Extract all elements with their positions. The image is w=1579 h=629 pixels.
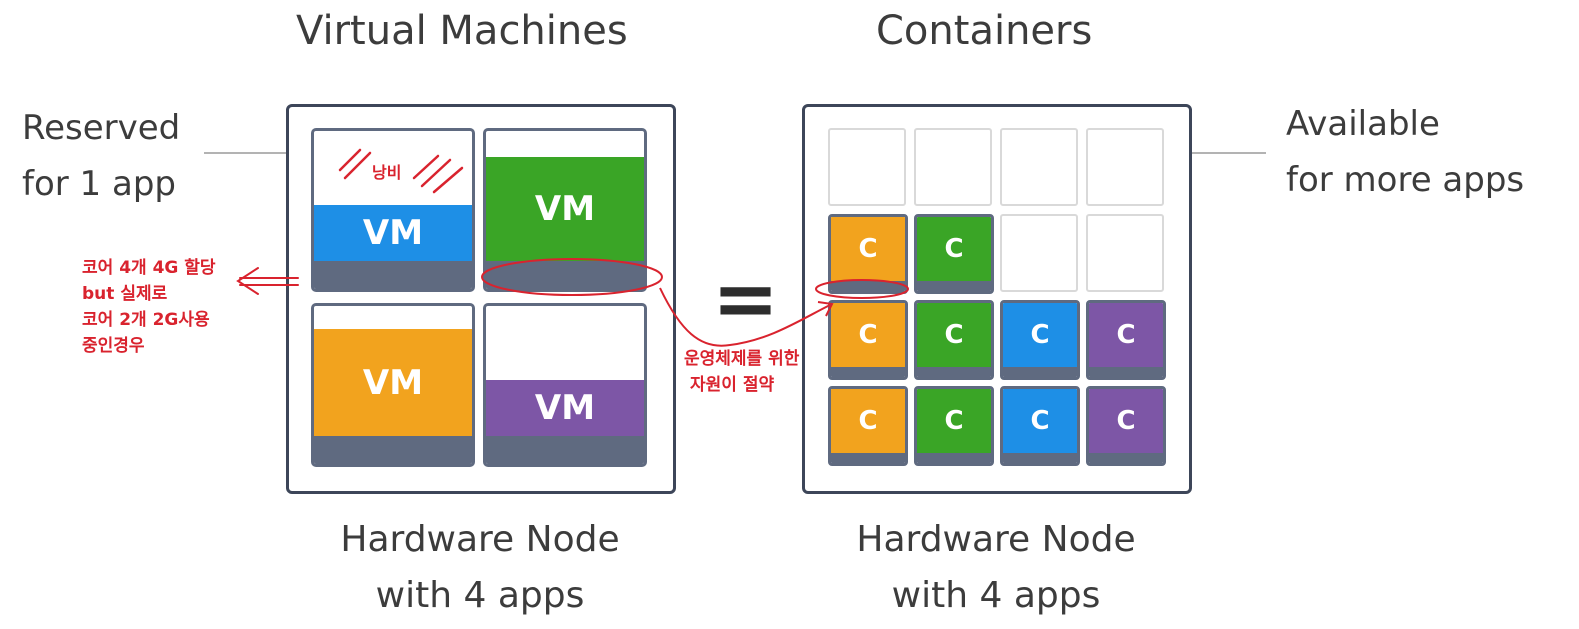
waste-hatch-marks [338,148,464,194]
vm-orange: VM [311,303,475,467]
empty-slot [1086,214,1164,292]
vm-orange-fill: VM [314,329,472,436]
empty-slot [914,128,992,206]
vm-blue: VM [311,128,475,292]
container-orange: C [828,300,908,380]
empty-slot [1000,214,1078,292]
arrow-to-vm [236,267,299,295]
container-green: C [914,386,994,466]
vm-purple-fill: VM [486,380,644,436]
empty-slot [1086,128,1164,206]
empty-slot [828,128,906,206]
container-overhead-circle [815,279,909,299]
vm-blue-fill: VM [314,205,472,261]
waste-note: 낭비 [372,163,402,182]
saving-arrow [659,287,831,347]
vm-overhead-circle [481,258,663,296]
saving-note: 운영체제를 위한 자원이 절약 [684,349,800,395]
vm-green: VM [483,128,647,292]
vm-note: 코어 4개 4G 할당 but 실제로 코어 2개 2G사용 중인경우 [82,258,216,356]
saving-arrow-head [817,301,834,317]
container-purple: C [1086,386,1166,466]
vm-green-fill: VM [486,157,644,261]
empty-slot [1000,128,1078,206]
vm-purple: VM [483,303,647,467]
vm-title: Virtual Machines [296,8,628,54]
container-orange: C [828,214,908,294]
available-label: Available for more apps [1286,104,1525,200]
vm-caption: Hardware Node with 4 apps [340,519,620,616]
reserved-label: Reserved for 1 app [22,108,181,204]
container-blue: C [1000,300,1080,380]
container-green: C [914,214,994,294]
container-caption: Hardware Node with 4 apps [856,519,1136,616]
container-blue: C [1000,386,1080,466]
container-orange: C [828,386,908,466]
container-purple: C [1086,300,1166,380]
equals-sign: = [712,252,780,345]
container-green: C [914,300,994,380]
containers-title: Containers [876,8,1093,54]
